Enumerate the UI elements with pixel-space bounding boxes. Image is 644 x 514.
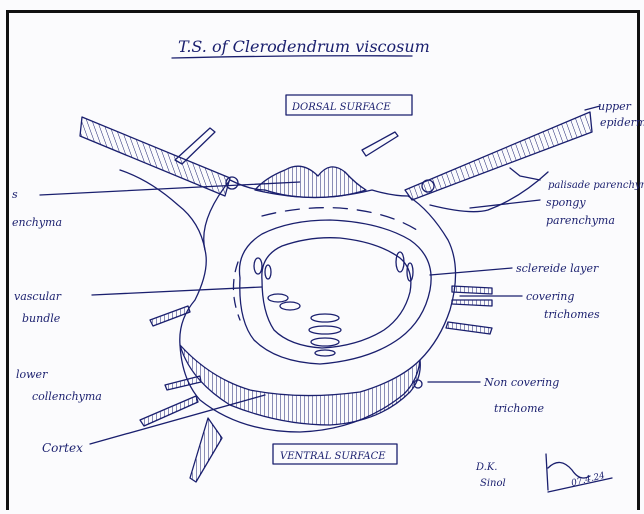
ventral-surface-label: VENTRAL SURFACE [280,451,386,462]
trichome-right-3 [446,322,492,334]
signature-name: Sinol [480,478,506,489]
trichome-upper-right [362,132,398,156]
label-left-top-1: s [12,188,18,201]
label-spongy-2: parenchyma [546,214,615,227]
label-palisade: palisade parenchyma [548,180,644,191]
ventral-hatched-layer [180,345,420,425]
label-left-top-2: enchyma [12,216,62,229]
label-covering-1: covering [526,290,574,303]
label-upper-epidermis-1: upper [598,100,632,113]
diagram-title: T.S. of Clerodendrum viscosum [178,37,430,56]
label-lower-coll-1: lower [16,368,48,381]
trichome-left-4 [190,418,222,482]
label-cortex: Cortex [42,441,83,455]
sclereide-arc-top [262,208,420,232]
trichome-left-1 [150,306,190,326]
label-spongy-1: spongy [546,196,586,209]
label-lower-coll-2: collenchyma [32,390,102,403]
signature-initials: D.K. [475,462,498,473]
signature-date: 07.4.24 [570,471,606,489]
vascular-bundle-inner [262,238,411,348]
label-covering-2: trichomes [544,308,600,321]
label-upper-epidermis-2: epidermi [600,116,644,129]
vascular-bundle-outer [239,220,431,364]
trichome-right-2 [452,300,492,306]
dorsal-surface-label: DORSAL SURFACE [291,102,391,113]
title-underline [172,56,412,58]
xylem-vessels [254,252,413,356]
trichome-right-1 [452,286,492,294]
label-sclereide: sclereide layer [516,262,599,275]
label-non-covering-1: Non covering [483,376,559,389]
midrib-dorsal-bump [255,166,366,197]
label-non-covering-2: trichome [494,402,544,415]
label-vascular-1: vascular [14,290,62,303]
trichome-left-2 [165,376,201,390]
left-lamina-upper-epidermis [80,117,230,196]
label-vascular-2: bundle [22,312,61,325]
